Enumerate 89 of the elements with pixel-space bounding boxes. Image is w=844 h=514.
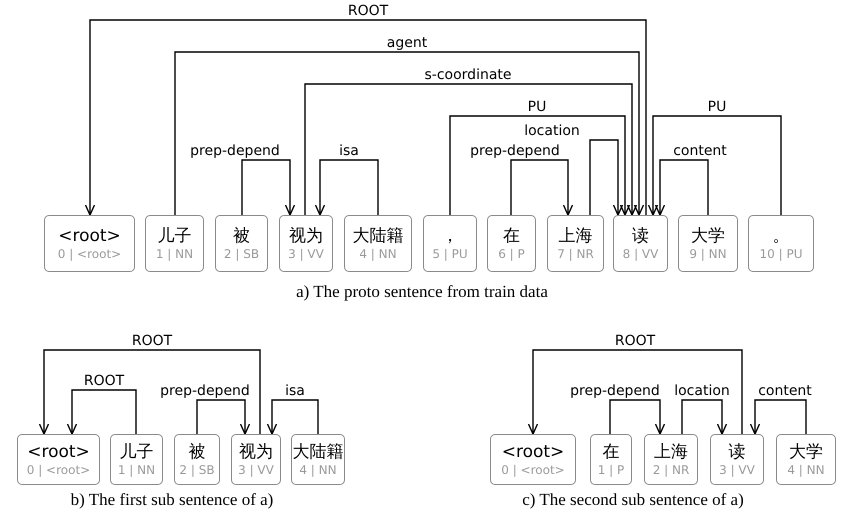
token-box <box>590 434 632 485</box>
dependency-arrow <box>681 399 728 435</box>
dependency-arrow <box>84 19 647 216</box>
token-word: 在 <box>503 226 520 246</box>
token-box <box>710 434 764 485</box>
token-word: 上海 <box>558 226 592 246</box>
token-word: 被 <box>233 226 250 246</box>
token-box <box>487 215 536 272</box>
edge-label: prep-depend <box>190 143 280 159</box>
token-box <box>174 434 220 485</box>
token-word: <root> <box>502 442 564 462</box>
token-word: 读 <box>632 226 649 246</box>
token-tag: 3 | VV <box>719 462 755 478</box>
token-tag: 5 | PU <box>432 246 468 262</box>
token-tag: 4 | NN <box>299 462 337 478</box>
token-tag: 10 | PU <box>760 246 802 262</box>
token-tag: 6 | P <box>498 246 525 262</box>
token-box <box>776 434 836 485</box>
figure-caption: a) The proto sentence from train data <box>296 282 548 302</box>
token-word: 儿子 <box>120 442 154 462</box>
token-word: <root> <box>27 442 90 462</box>
dependency-arrow <box>314 159 379 216</box>
dependency-arrow <box>241 159 296 216</box>
token-word: 在 <box>602 442 620 462</box>
token-tag: 2 | NR <box>652 462 690 478</box>
token-word: <root> <box>58 226 121 246</box>
token-tag: 1 | P <box>598 462 624 478</box>
token-tag: 0 | <root> <box>501 462 565 478</box>
dependency-arrow <box>750 399 807 435</box>
token-word: 上海 <box>654 442 688 462</box>
token-word: ， <box>442 226 458 246</box>
token-box <box>644 434 698 485</box>
token-box <box>17 434 100 485</box>
dependency-arrow <box>449 115 630 216</box>
token-word: 视为 <box>289 226 323 246</box>
token-tag: 1 | NN <box>118 462 156 478</box>
token-box <box>291 434 345 485</box>
token-word: 被 <box>188 442 206 462</box>
figure-caption: b) The first sub sentence of a) <box>70 490 274 510</box>
token-box <box>110 434 163 485</box>
token-box <box>231 434 281 485</box>
dependency-arrow <box>266 399 319 435</box>
token-box <box>423 215 477 272</box>
token-tag: 3 | VV <box>238 462 274 478</box>
token-box <box>44 215 135 272</box>
token-box <box>547 215 604 272</box>
token-box <box>678 215 738 272</box>
token-box <box>279 215 333 272</box>
token-box <box>344 215 412 272</box>
token-tag: 0 | <root> <box>26 462 90 478</box>
edge-label: agent <box>386 35 428 51</box>
dependency-arrow <box>66 389 137 435</box>
token-tag: 9 | NN <box>689 246 727 262</box>
token-word: 儿子 <box>158 226 192 246</box>
token-tag: 2 | SB <box>179 462 215 478</box>
token-word: 大学 <box>789 442 823 462</box>
dependency-arrow <box>589 139 624 216</box>
edge-label: prep-depend <box>160 383 250 399</box>
token-box <box>145 215 204 272</box>
token-box <box>215 215 268 272</box>
dependency-arrow <box>648 115 782 216</box>
dependency-arrow <box>174 51 644 216</box>
dependency-arrow <box>654 159 709 216</box>
token-word: 。 <box>772 226 790 246</box>
token-box <box>490 434 576 485</box>
token-word: 视为 <box>239 442 273 462</box>
edge-label: prep-depend <box>570 383 660 399</box>
dependency-arrow <box>304 83 638 216</box>
token-tag: 0 | <root> <box>58 246 122 262</box>
dependency-arrow <box>196 399 250 435</box>
token-box <box>613 215 668 272</box>
token-word: 大陆籍 <box>352 226 404 246</box>
token-word: 读 <box>728 442 746 462</box>
token-tag: 1 | NN <box>156 246 194 262</box>
token-tag: 8 | VV <box>622 246 658 262</box>
token-tag: 7 | NR <box>557 246 594 262</box>
dependency-arrow <box>609 399 666 435</box>
dependency-arrow <box>510 159 574 216</box>
dependency-arrow <box>38 349 261 435</box>
token-tag: 4 | NN <box>359 246 397 262</box>
token-tag: 2 | SB <box>224 246 260 262</box>
token-word: 大陆籍 <box>292 442 344 462</box>
token-tag: 4 | NN <box>787 462 825 478</box>
edge-label: prep-depend <box>470 143 560 159</box>
token-tag: 3 | VV <box>288 246 324 262</box>
dependency-arrow <box>528 349 743 435</box>
figure-caption: c) The second sub sentence of a) <box>522 490 744 510</box>
token-box <box>748 215 814 272</box>
token-word: 大学 <box>691 226 725 246</box>
